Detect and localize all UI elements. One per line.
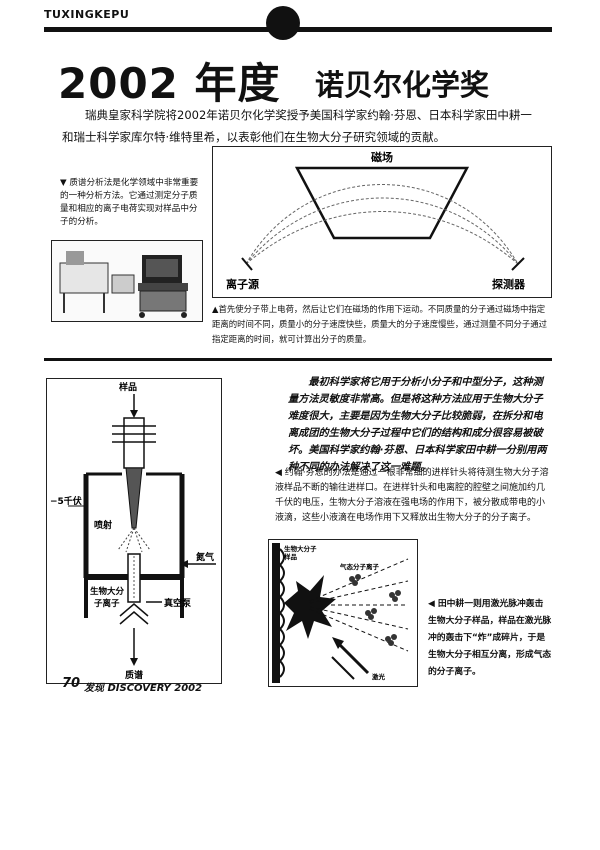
section-tag: TUXINGKEPU	[44, 8, 130, 21]
mass-spec-label: 质谱	[125, 669, 143, 681]
intro-paragraph: 瑞典皇家科学院将2002年诺贝尔化学奖授予美国科学家约翰·芬恩、日本科学家田中耕…	[62, 108, 532, 144]
spray-label: 喷射	[94, 519, 112, 531]
ions-label-line1: 生物大分	[90, 586, 125, 597]
lower-intro-paragraph: 最初科学家将它用于分析小分子和中型分子，这种测量方法灵敏度非常高。但是将这种方法…	[288, 377, 547, 473]
section-rule	[44, 358, 552, 361]
instrument-photo	[51, 240, 203, 322]
source-label: 离子源	[226, 277, 259, 291]
title-main: 诺贝尔化学奖	[315, 68, 490, 102]
mass-spec-caption: ▼ 质谱分析法是化学领域中非常重要的一种分析方法。它通过测定分子质量和相应的离子…	[60, 178, 199, 227]
laser-label: 激光	[372, 672, 386, 681]
vacuum-label: 真空泵	[164, 597, 192, 609]
tanaka-caption: ◀ 田中耕一则用激光脉冲轰击生物大分子样品，样品在激光脉冲的轰击下“炸”成碎片，…	[428, 599, 552, 677]
magnetic-field-diagram: 磁场 离子源 探测器	[212, 146, 552, 298]
laser-diagram: 生物大分子 样品 气态分子离子 激光	[268, 539, 418, 687]
electrospray-diagram: 样品 −5千伏 喷射 氮气 生物大分 子离子 真空泵 质谱	[46, 378, 222, 684]
page-number: 70	[62, 676, 81, 691]
field-label: 磁场	[371, 150, 393, 164]
detector-label: 探测器	[492, 277, 526, 291]
folio-text: 发现 DISCOVERY 2002	[84, 683, 203, 694]
nitrogen-label: 氮气	[196, 551, 214, 563]
ions-label-line2: 子离子	[94, 598, 120, 609]
laser-sample-label-line1: 生物大分子	[284, 544, 317, 553]
header-dot	[266, 6, 300, 40]
magnet-caption: ▲首先使分子带上电荷，然后让它们在磁场的作用下运动。不同质量的分子通过磁场中指定…	[212, 304, 547, 344]
gas-ions-label: 气态分子离子	[339, 562, 380, 571]
title-year: 2002 年度	[58, 59, 281, 108]
fenn-caption: ◀ 约翰·芬恩的办法是通过一根非常细的进样针头将待测生物大分子溶液样品不断的输往…	[275, 468, 549, 523]
voltage-label: −5千伏	[50, 495, 82, 507]
sample-label: 样品	[119, 381, 137, 393]
laser-sample-label-line2: 样品	[284, 552, 298, 561]
